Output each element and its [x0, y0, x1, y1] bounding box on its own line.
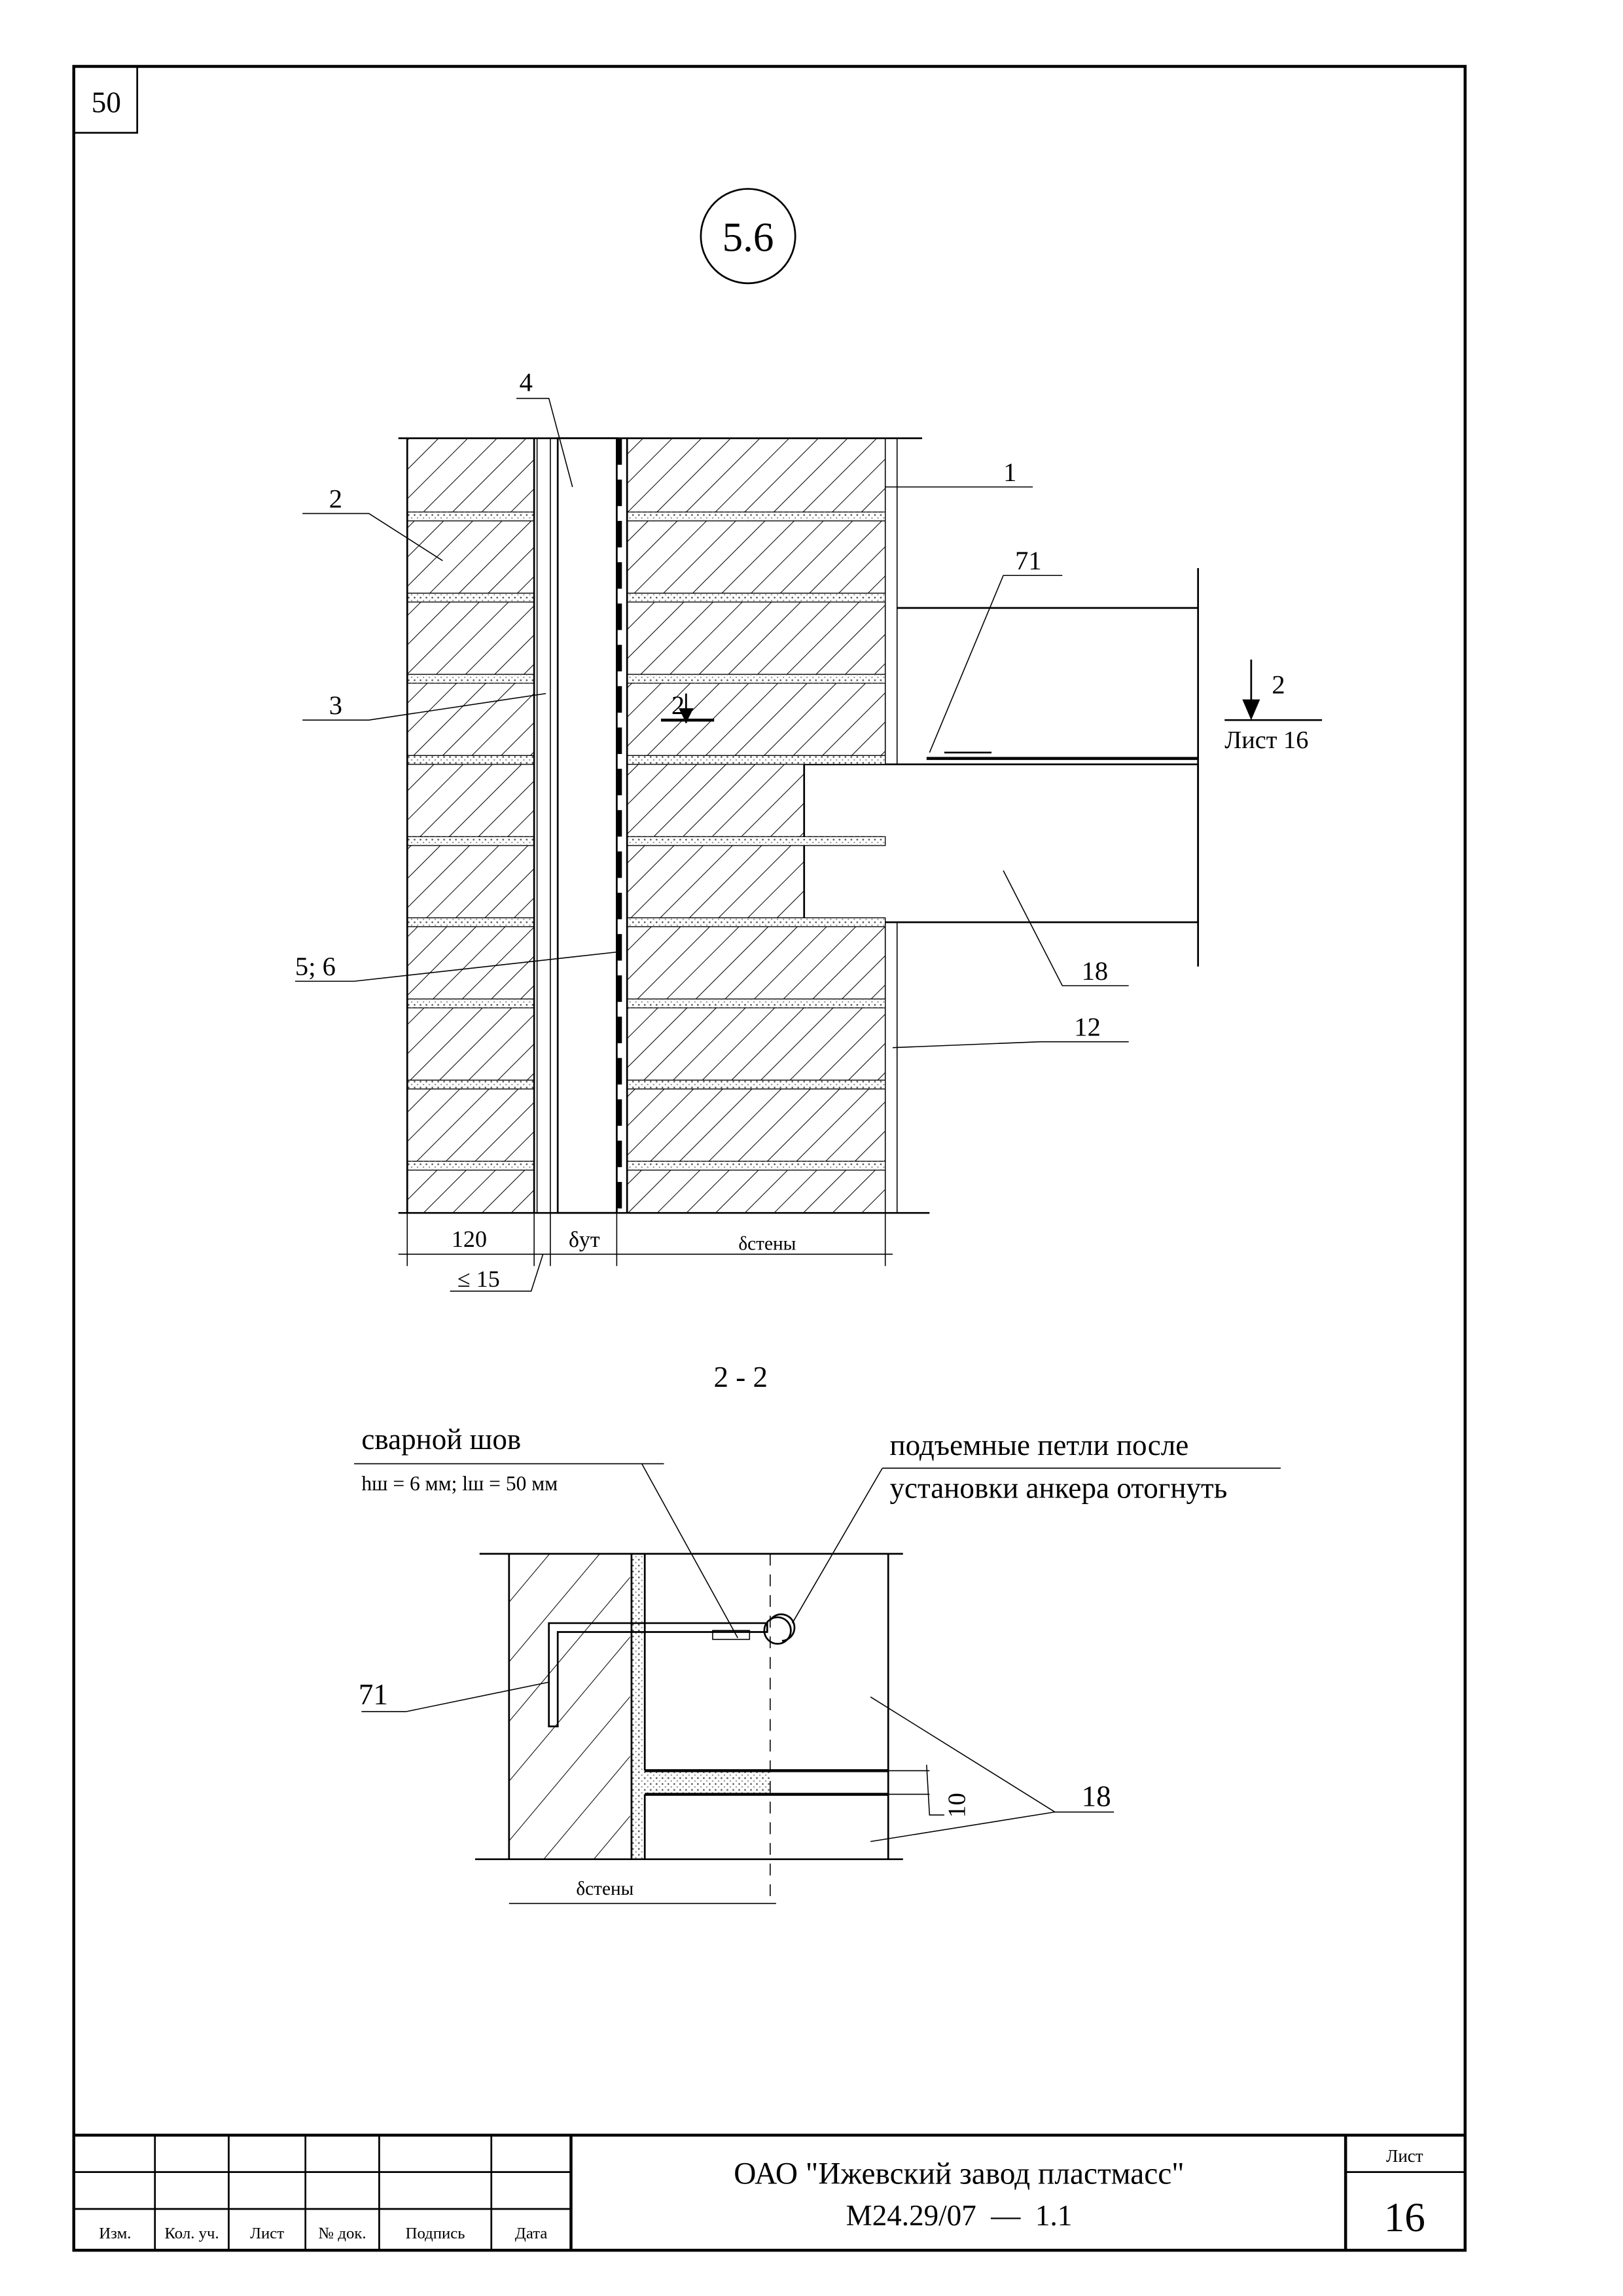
dim-10: 10 [943, 1793, 971, 1818]
document-code: М24.29/07 — 1.1 [846, 2199, 1073, 2232]
dim-120: 120 [452, 1226, 487, 1252]
header-kol-uch: Кол. уч. [165, 2225, 219, 2242]
corner-number-box [73, 65, 139, 134]
wall-section: 2 2 Лист 16 4 1 2 71 3 5; 6 18 12 120 δу… [295, 367, 1323, 1292]
insulation-layer [556, 437, 618, 1214]
callout-18: 18 [1082, 956, 1109, 986]
callout-4: 4 [520, 367, 533, 397]
cut-ref-number: 2 [1272, 670, 1285, 700]
sheet-label: Лист [1386, 2146, 1423, 2166]
callout-71-detail: 71 [359, 1678, 388, 1711]
detail-mark: 5.6 [722, 214, 774, 260]
dim-insulation: δут [569, 1228, 600, 1252]
header-signature: Подпись [406, 2225, 465, 2242]
dim-gap: ≤ 15 [457, 1266, 500, 1292]
cut-mark: 2 [671, 691, 685, 720]
callout-71: 71 [1015, 546, 1042, 575]
callout-5-6: 5; 6 [295, 952, 336, 981]
detail-title: 2 - 2 [713, 1361, 768, 1393]
dim-wall: δстены [738, 1234, 796, 1255]
callout-1: 1 [1003, 457, 1016, 487]
loops-note-1: подъемные петли после [889, 1429, 1188, 1462]
callout-2: 2 [329, 484, 342, 514]
detail-2-2: сварной шов hш = 6 мм; lш = 50 мм подъем… [354, 1423, 1281, 1905]
title-block: Изм. Кол. уч. Лист № док. Подпись Дата О… [73, 2134, 1465, 2251]
detail-mark-circle [700, 188, 796, 285]
organization: ОАО "Ижевский завод пластмасс" [734, 2157, 1184, 2191]
sheet-number: 16 [1384, 2195, 1425, 2240]
sheet-frame [72, 65, 1467, 2252]
header-date: Дата [515, 2225, 547, 2242]
header-izm: Изм. [99, 2225, 131, 2242]
cut-ref-sheet: Лист 16 [1224, 726, 1308, 754]
loops-note-2: установки анкера отогнуть [889, 1471, 1227, 1504]
anchor-71 [548, 1622, 768, 1728]
dim-wall-detail: δстены [576, 1878, 633, 1899]
header-doc-no: № док. [319, 2225, 366, 2242]
header-list: Лист [250, 2225, 284, 2242]
weld-params: hш = 6 мм; lш = 50 мм [361, 1472, 558, 1495]
corner-number: 50 [92, 86, 121, 118]
callout-3: 3 [329, 691, 342, 720]
weld-label: сварной шов [361, 1423, 521, 1456]
callout-18-detail: 18 [1082, 1780, 1111, 1813]
callout-12: 12 [1074, 1013, 1101, 1042]
